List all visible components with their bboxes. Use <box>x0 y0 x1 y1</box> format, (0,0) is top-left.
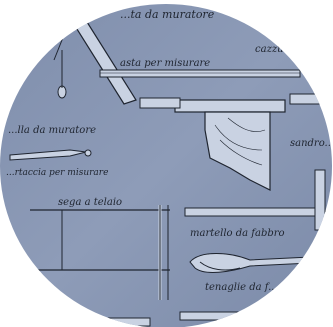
label-rod: asta per misurare <box>120 58 210 69</box>
label-right-top: cazzuo... <box>255 44 299 55</box>
label-pincers: tenaglie da f... <box>205 282 278 293</box>
measuring-rod-illustration <box>100 70 300 77</box>
label-saw: sega a telaio <box>58 197 122 208</box>
label-top: ...ta da muratore <box>120 8 215 21</box>
label-right-mid: sandro... <box>290 138 333 149</box>
label-left-lower: ...rtaccia per misurare <box>6 168 108 178</box>
label-hammer: martello da fabbro <box>190 228 285 239</box>
label-left-mid: ...lla da muratore <box>8 125 96 136</box>
